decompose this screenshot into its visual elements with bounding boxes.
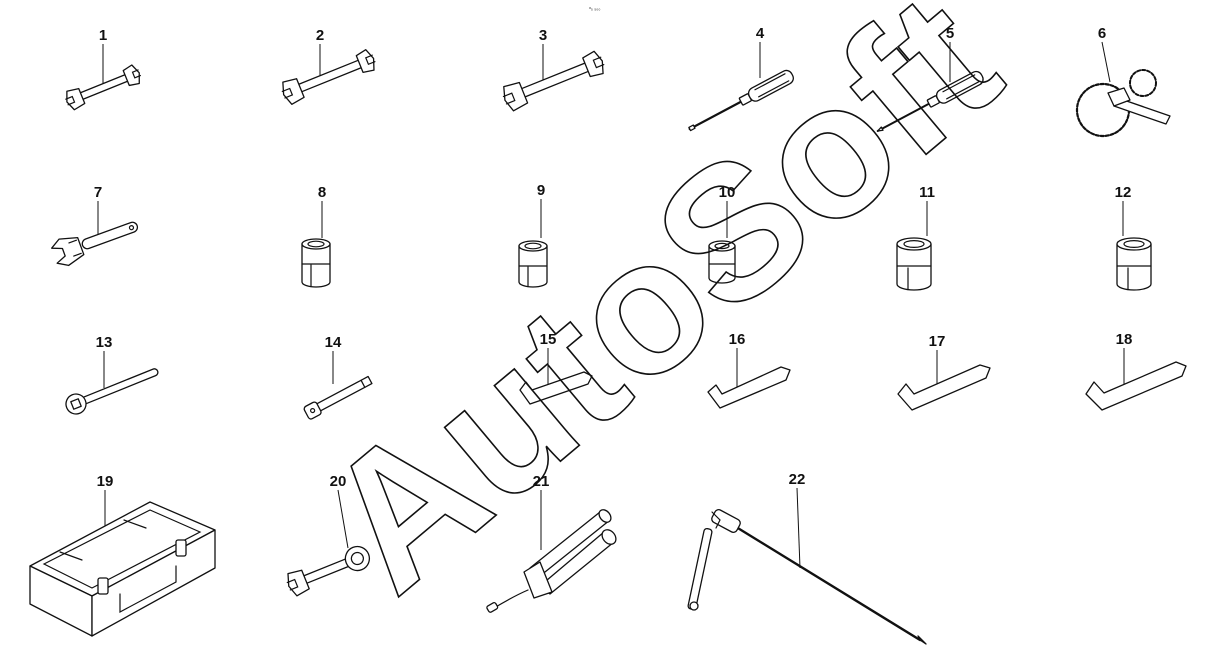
socket-icon bbox=[708, 240, 736, 284]
callout-number-18: 18 bbox=[1116, 331, 1133, 348]
double-open-end-wrench-icon bbox=[65, 64, 141, 111]
callout-number-1: 1 bbox=[99, 27, 107, 44]
callout-number-4: 4 bbox=[756, 25, 765, 42]
callout-10: 10 bbox=[719, 184, 736, 238]
callout-13: 13 bbox=[96, 334, 113, 388]
socket-icon bbox=[301, 238, 331, 288]
callout-11: 11 bbox=[919, 184, 935, 236]
screwdriver-icon bbox=[688, 69, 794, 132]
callout-number-13: 13 bbox=[96, 334, 113, 351]
callout-5: 5 bbox=[946, 25, 954, 82]
callout-7: 7 bbox=[94, 184, 102, 240]
callout-9: 9 bbox=[537, 182, 545, 238]
callout-8: 8 bbox=[318, 184, 326, 238]
callout-number-17: 17 bbox=[929, 333, 946, 350]
socket-icon bbox=[518, 240, 548, 288]
watermark-text: AutoSoft bbox=[285, 0, 1036, 631]
ratchet-handle-icon bbox=[65, 368, 159, 415]
callout-18: 18 bbox=[1116, 331, 1133, 388]
callout-number-9: 9 bbox=[537, 182, 545, 199]
grease-gun-icon bbox=[486, 509, 617, 613]
double-open-end-wrench-icon bbox=[502, 50, 605, 112]
extension-bar-icon bbox=[303, 375, 373, 420]
tire-lever-icon bbox=[687, 509, 927, 645]
tool-case-icon bbox=[29, 501, 216, 637]
callout-number-22: 22 bbox=[789, 471, 806, 488]
hex-key-icon bbox=[707, 366, 791, 409]
callout-number-10: 10 bbox=[719, 184, 736, 201]
callout-number-21: 21 bbox=[533, 473, 550, 490]
callout-number-12: 12 bbox=[1115, 184, 1132, 201]
callout-number-2: 2 bbox=[316, 27, 324, 44]
callout-15: 15 bbox=[540, 331, 557, 384]
callout-number-14: 14 bbox=[325, 334, 342, 351]
socket-icon bbox=[1116, 237, 1152, 291]
callout-12: 12 bbox=[1115, 184, 1132, 236]
combination-wrench-icon bbox=[286, 545, 371, 597]
double-open-end-wrench-icon bbox=[281, 49, 376, 106]
callout-14: 14 bbox=[325, 334, 342, 384]
autosoft-watermark: AutoSoft bbox=[284, 0, 1036, 632]
callout-number-7: 7 bbox=[94, 184, 102, 201]
callout-number-6: 6 bbox=[1098, 25, 1106, 42]
socket-icon bbox=[896, 237, 932, 291]
callout-number-8: 8 bbox=[318, 184, 326, 201]
callout-number-19: 19 bbox=[97, 473, 114, 490]
callout-number-3: 3 bbox=[539, 27, 547, 44]
callout-number-15: 15 bbox=[540, 331, 557, 348]
diagram-code: ᵅ₅ ₅₀₀ bbox=[589, 6, 600, 12]
callout-number-11: 11 bbox=[919, 184, 935, 201]
callout-6: 6 bbox=[1098, 25, 1111, 83]
callout-1: 1 bbox=[99, 27, 107, 86]
callout-16: 16 bbox=[729, 331, 746, 390]
screwdriver-icon bbox=[876, 70, 984, 132]
callout-number-16: 16 bbox=[729, 331, 746, 348]
callout-21: 21 bbox=[533, 473, 550, 550]
callout-number-5: 5 bbox=[946, 25, 954, 42]
hex-key-icon bbox=[1085, 361, 1187, 411]
callout-22: 22 bbox=[789, 471, 806, 569]
callout-4: 4 bbox=[756, 25, 765, 78]
adjustable-wrench-icon bbox=[51, 221, 139, 267]
hex-key-icon bbox=[897, 364, 991, 411]
callout-number-20: 20 bbox=[330, 473, 347, 490]
hex-key-icon bbox=[519, 371, 593, 405]
callout-3: 3 bbox=[539, 27, 547, 86]
callout-20: 20 bbox=[330, 473, 349, 549]
chain-wrench-icon bbox=[1075, 69, 1171, 138]
